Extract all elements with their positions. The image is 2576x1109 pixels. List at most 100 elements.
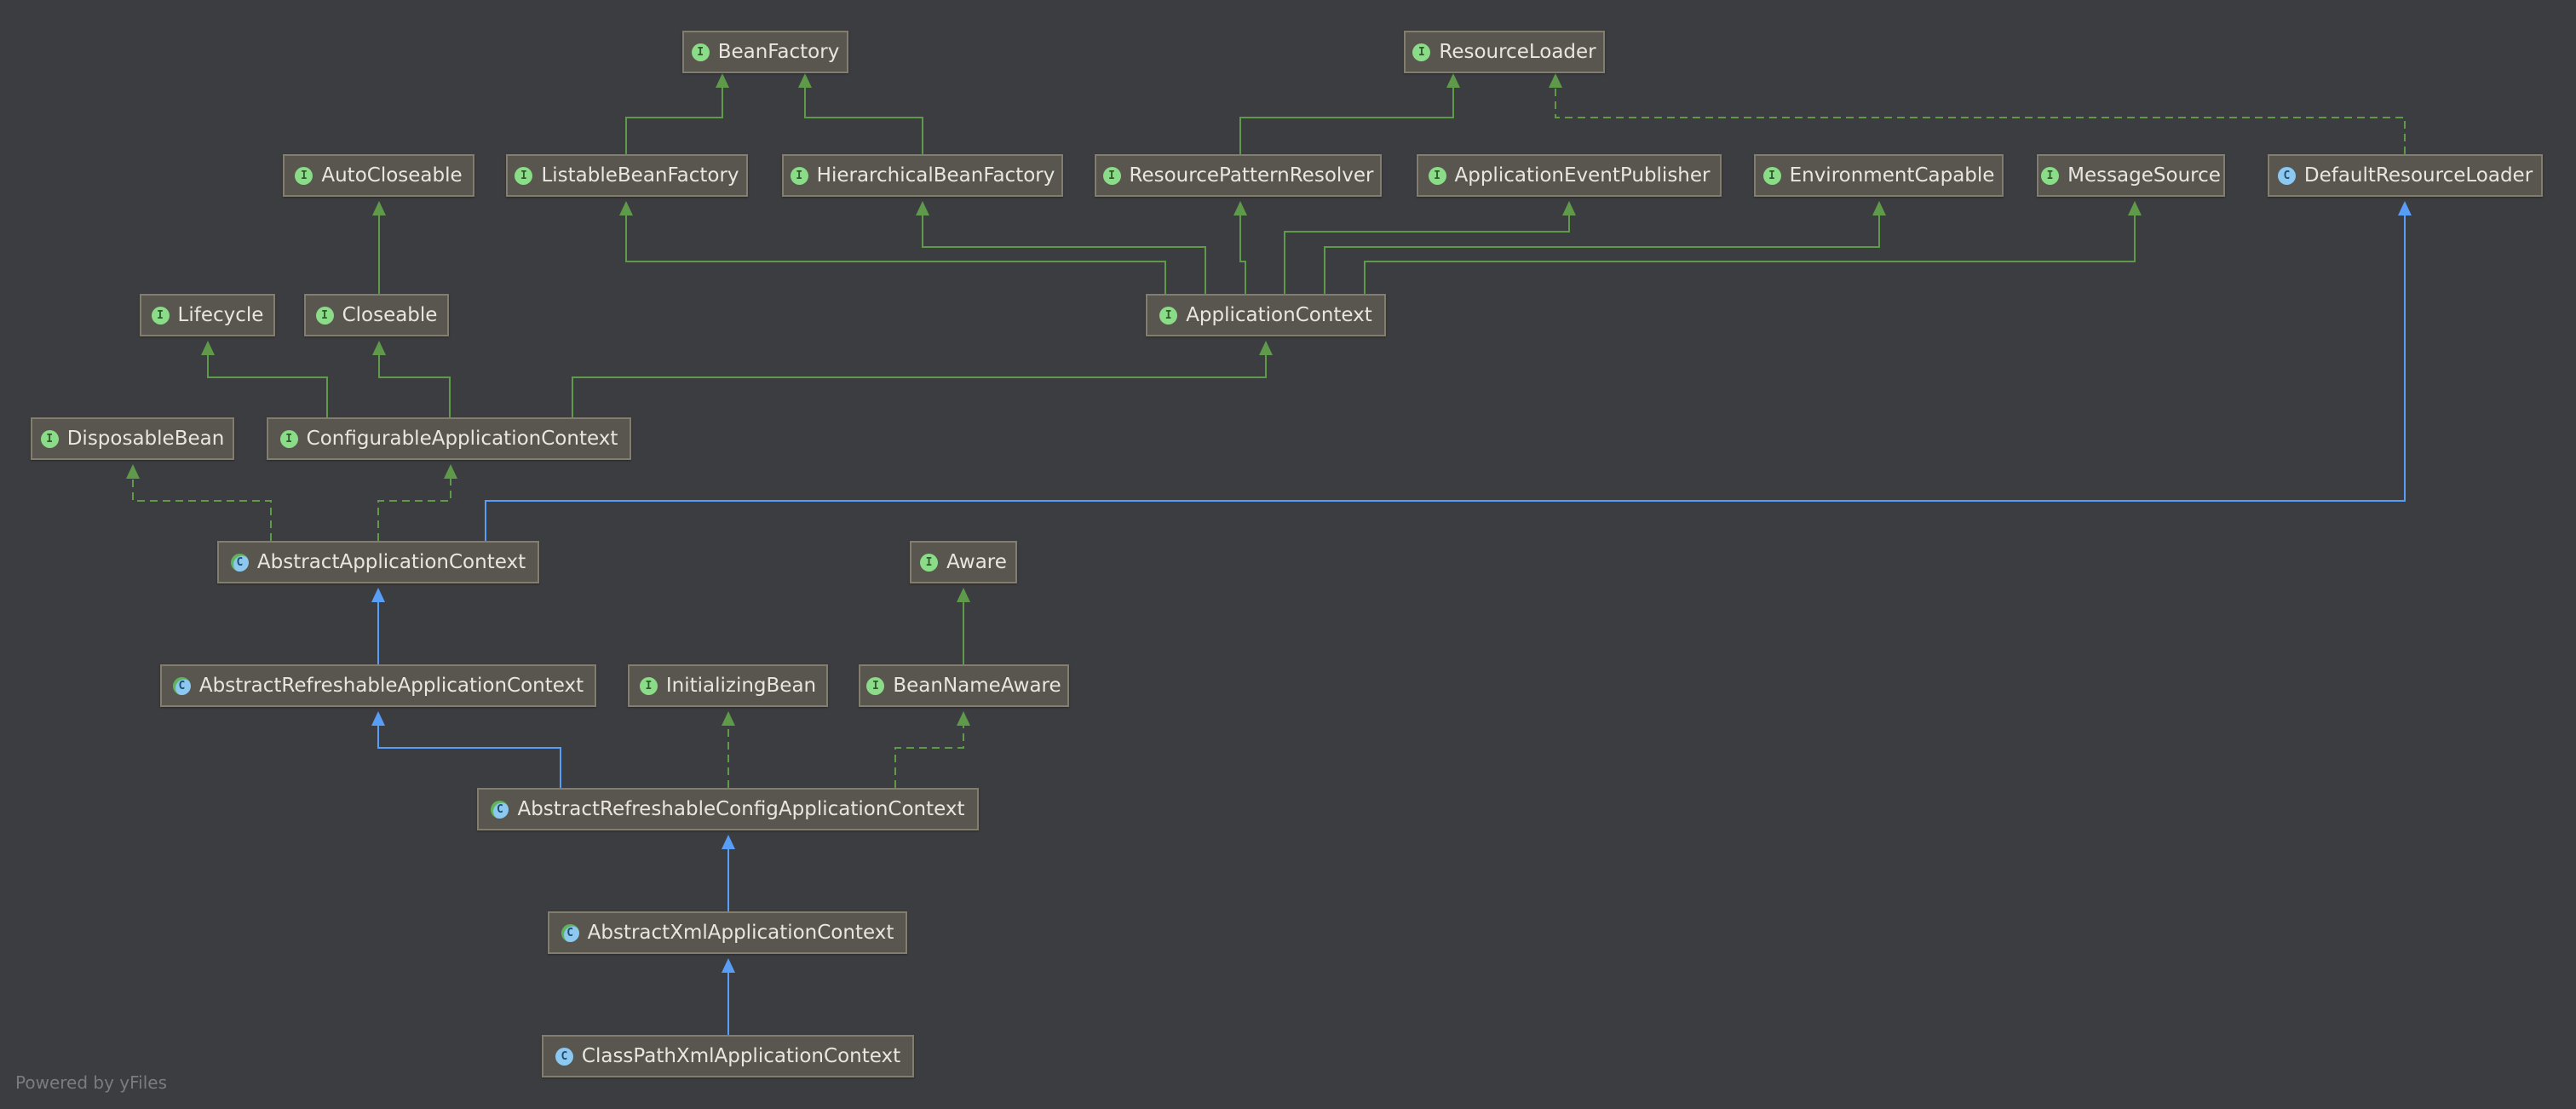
node-label: ConfigurableApplicationContext — [306, 428, 618, 450]
edge-implements — [377, 476, 451, 541]
arrowhead — [1446, 73, 1460, 88]
node-application-event-publisher[interactable]: I ApplicationEventPublisher — [1417, 154, 1722, 197]
edge-implements — [894, 723, 964, 788]
node-label: AbstractRefreshableConfigApplicationCont… — [517, 798, 965, 820]
node-label: AbstractRefreshableApplicationContext — [198, 675, 584, 697]
node-resource-loader[interactable]: I ResourceLoader — [1404, 31, 1605, 73]
node-lifecycle[interactable]: I Lifecycle — [140, 294, 275, 336]
node-label: ApplicationEventPublisher — [1454, 164, 1711, 187]
abstract-class-icon: C — [491, 800, 509, 819]
edge-implements — [132, 476, 272, 541]
node-label: AbstractApplicationContext — [256, 551, 526, 573]
node-label: HierarchicalBeanFactory — [816, 164, 1055, 187]
arrowhead — [1259, 341, 1273, 355]
interface-icon: I — [790, 166, 808, 185]
arrowhead — [957, 711, 970, 726]
arrowhead — [1549, 73, 1562, 88]
node-label: AbstractXmlApplicationContext — [587, 922, 894, 944]
edge-extends — [625, 213, 1166, 294]
arrowhead — [619, 201, 633, 215]
interface-icon: I — [40, 429, 59, 448]
node-auto-closeable[interactable]: I AutoCloseable — [283, 154, 474, 197]
edge-class-extends — [377, 723, 561, 788]
node-label: Lifecycle — [177, 304, 264, 326]
node-label: ResourcePatternResolver — [1129, 164, 1374, 187]
interface-icon: I — [866, 676, 885, 695]
node-label: ClassPathXmlApplicationContext — [581, 1045, 901, 1067]
node-configurable-application-context[interactable]: I ConfigurableApplicationContext — [267, 417, 631, 460]
arrowhead — [371, 711, 385, 726]
interface-icon: I — [515, 166, 533, 185]
interface-icon: I — [691, 43, 710, 61]
node-label: DefaultResourceLoader — [2303, 164, 2533, 187]
edge-extends — [207, 353, 328, 417]
node-label: AutoCloseable — [321, 164, 463, 187]
node-label: BeanNameAware — [893, 675, 1061, 697]
interface-icon: I — [1159, 306, 1178, 325]
node-bean-factory[interactable]: I BeanFactory — [682, 31, 848, 73]
node-application-context[interactable]: I ApplicationContext — [1146, 294, 1386, 336]
arrowhead — [372, 201, 386, 215]
class-icon: C — [555, 1047, 573, 1066]
interface-icon: I — [295, 166, 313, 185]
edge-extends — [922, 213, 1206, 294]
arrowhead — [201, 341, 215, 355]
arrowhead — [2398, 201, 2412, 215]
edge-extends — [1239, 213, 1246, 294]
edge-extends — [625, 85, 723, 154]
arrowhead — [444, 464, 457, 479]
arrowhead — [372, 341, 386, 355]
arrowhead — [2128, 201, 2142, 215]
edge-extends — [1324, 213, 1880, 294]
node-bean-name-aware[interactable]: I BeanNameAware — [859, 664, 1069, 707]
node-label: Closeable — [342, 304, 438, 326]
node-default-resource-loader[interactable]: C DefaultResourceLoader — [2268, 154, 2543, 197]
node-label: InitializingBean — [665, 675, 817, 697]
arrowhead — [722, 958, 735, 973]
interface-icon: I — [279, 429, 298, 448]
arrowhead — [1872, 201, 1886, 215]
node-listable-bean-factory[interactable]: I ListableBeanFactory — [506, 154, 748, 197]
node-abstract-refreshable-config-application-context[interactable]: C AbstractRefreshableConfigApplicationCon… — [477, 788, 979, 830]
node-environment-capable[interactable]: I EnvironmentCapable — [1754, 154, 2004, 197]
interface-icon: I — [920, 553, 939, 572]
node-label: EnvironmentCapable — [1789, 164, 1995, 187]
node-label: DisposableBean — [66, 428, 225, 450]
node-label: ResourceLoader — [1439, 41, 1596, 63]
arrowhead — [716, 73, 729, 88]
node-label: ListableBeanFactory — [541, 164, 739, 187]
interface-icon: I — [1762, 166, 1781, 185]
node-class-path-xml-application-context[interactable]: C ClassPathXmlApplicationContext — [542, 1035, 914, 1077]
edge-extends — [1284, 213, 1570, 294]
node-hierarchical-bean-factory[interactable]: I HierarchicalBeanFactory — [782, 154, 1063, 197]
arrowhead — [722, 835, 735, 849]
node-label: BeanFactory — [717, 41, 840, 63]
interface-icon: I — [1412, 43, 1431, 61]
interface-icon: I — [315, 306, 334, 325]
edge-class-extends — [485, 213, 2406, 541]
interface-icon: I — [639, 676, 658, 695]
class-icon: C — [2277, 166, 2296, 185]
interface-icon: I — [151, 306, 170, 325]
arrowhead — [126, 464, 140, 479]
arrowhead — [957, 588, 970, 602]
node-label: ApplicationContext — [1186, 304, 1372, 326]
edge-extends — [572, 353, 1267, 417]
edge-extends — [1239, 85, 1454, 154]
node-initializing-bean[interactable]: I InitializingBean — [628, 664, 828, 707]
edge-extends — [378, 353, 451, 417]
interface-icon: I — [1428, 166, 1446, 185]
node-disposable-bean[interactable]: I DisposableBean — [31, 417, 234, 460]
powered-by-footer: Powered by yFiles — [15, 1072, 167, 1093]
edge-extends — [804, 85, 923, 154]
node-closeable[interactable]: I Closeable — [304, 294, 449, 336]
arrowhead — [1233, 201, 1247, 215]
